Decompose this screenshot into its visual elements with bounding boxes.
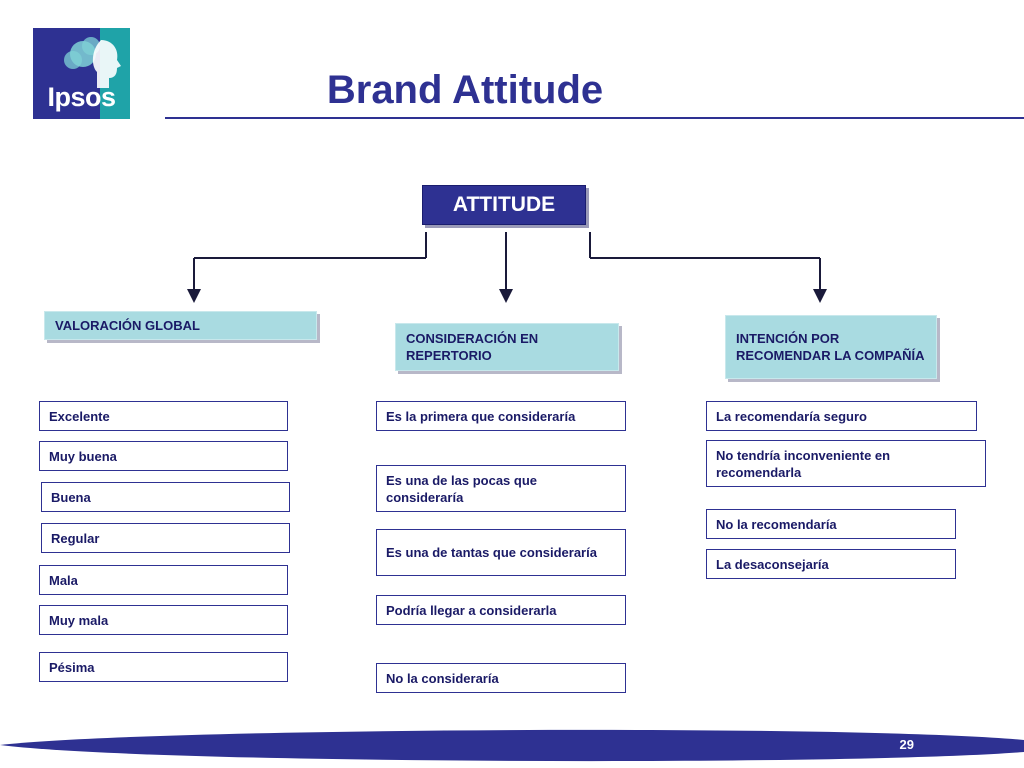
option-buena: Buena	[41, 482, 290, 512]
option-label: Excelente	[49, 408, 110, 424]
option-label: No la consideraría	[386, 670, 499, 686]
arrowhead-right	[813, 289, 827, 303]
head-tree-icon	[64, 37, 121, 88]
option-label: Regular	[51, 530, 100, 546]
option-label: La recomendaría seguro	[716, 408, 867, 424]
logo-wordmark: Ipsos	[47, 82, 116, 112]
option-no-la-consideraria: No la consideraría	[376, 663, 626, 693]
option-podria-llegar: Podría llegar a considerarla	[376, 595, 626, 625]
arrowhead-center	[499, 289, 513, 303]
footer-band	[0, 729, 1024, 762]
category-label: INTENCIÓN POR RECOMENDAR LA COMPAÑÍA	[736, 331, 925, 363]
option-label: Es la primera que consideraría	[386, 408, 576, 424]
attitude-root-node: ATTITUDE	[422, 185, 586, 225]
category-label: CONSIDERACIÓN EN REPERTORIO	[406, 331, 539, 363]
option-muy-mala: Muy mala	[39, 605, 288, 635]
category-intencion-recomendar: INTENCIÓN POR RECOMENDAR LA COMPAÑÍA	[725, 315, 937, 379]
option-recomendaria-seguro: La recomendaría seguro	[706, 401, 977, 431]
option-una-de-las-pocas: Es una de las pocas que consideraría	[376, 465, 626, 512]
option-una-de-tantas: Es una de tantas que consideraría	[376, 529, 626, 576]
category-valoracion-global: VALORACIÓN GLOBAL	[44, 311, 317, 340]
option-label: Muy buena	[49, 448, 117, 464]
option-label: No tendría inconveniente en recomendarla	[716, 447, 891, 480]
footer-swoosh	[0, 729, 1024, 762]
ipsos-logo: Ipsos	[33, 28, 130, 119]
option-label: Pésima	[49, 659, 95, 675]
page-title: Brand Attitude	[326, 68, 604, 112]
option-label: Muy mala	[49, 612, 109, 628]
option-muy-buena: Muy buena	[39, 441, 288, 471]
category-label: VALORACIÓN GLOBAL	[55, 318, 200, 333]
option-label: Podría llegar a considerarla	[386, 602, 557, 618]
arrowhead-left	[187, 289, 201, 303]
option-excelente: Excelente	[39, 401, 288, 431]
option-label: Buena	[51, 489, 91, 505]
option-pesima: Pésima	[39, 652, 288, 682]
option-no-la-recomendaria: No la recomendaría	[706, 509, 956, 539]
option-label: Mala	[49, 572, 78, 588]
page-number: 29	[899, 737, 914, 752]
option-primera-consideraria: Es la primera que consideraría	[376, 401, 626, 431]
root-label: ATTITUDE	[452, 193, 556, 216]
option-label: La desaconsejaría	[716, 556, 829, 572]
option-la-desaconsejaria: La desaconsejaría	[706, 549, 956, 579]
title-underline	[165, 117, 1024, 119]
category-consideracion-repertorio: CONSIDERACIÓN EN REPERTORIO	[395, 323, 619, 371]
option-no-tendria-inconveniente: No tendría inconveniente en recomendarla	[706, 440, 986, 487]
option-regular: Regular	[41, 523, 290, 553]
option-label: Es una de tantas que consideraría	[386, 545, 597, 560]
connector-arrows	[187, 232, 827, 303]
option-label: No la recomendaría	[716, 516, 837, 532]
option-mala: Mala	[39, 565, 288, 595]
option-label: Es una de las pocas que consideraría	[386, 472, 537, 505]
